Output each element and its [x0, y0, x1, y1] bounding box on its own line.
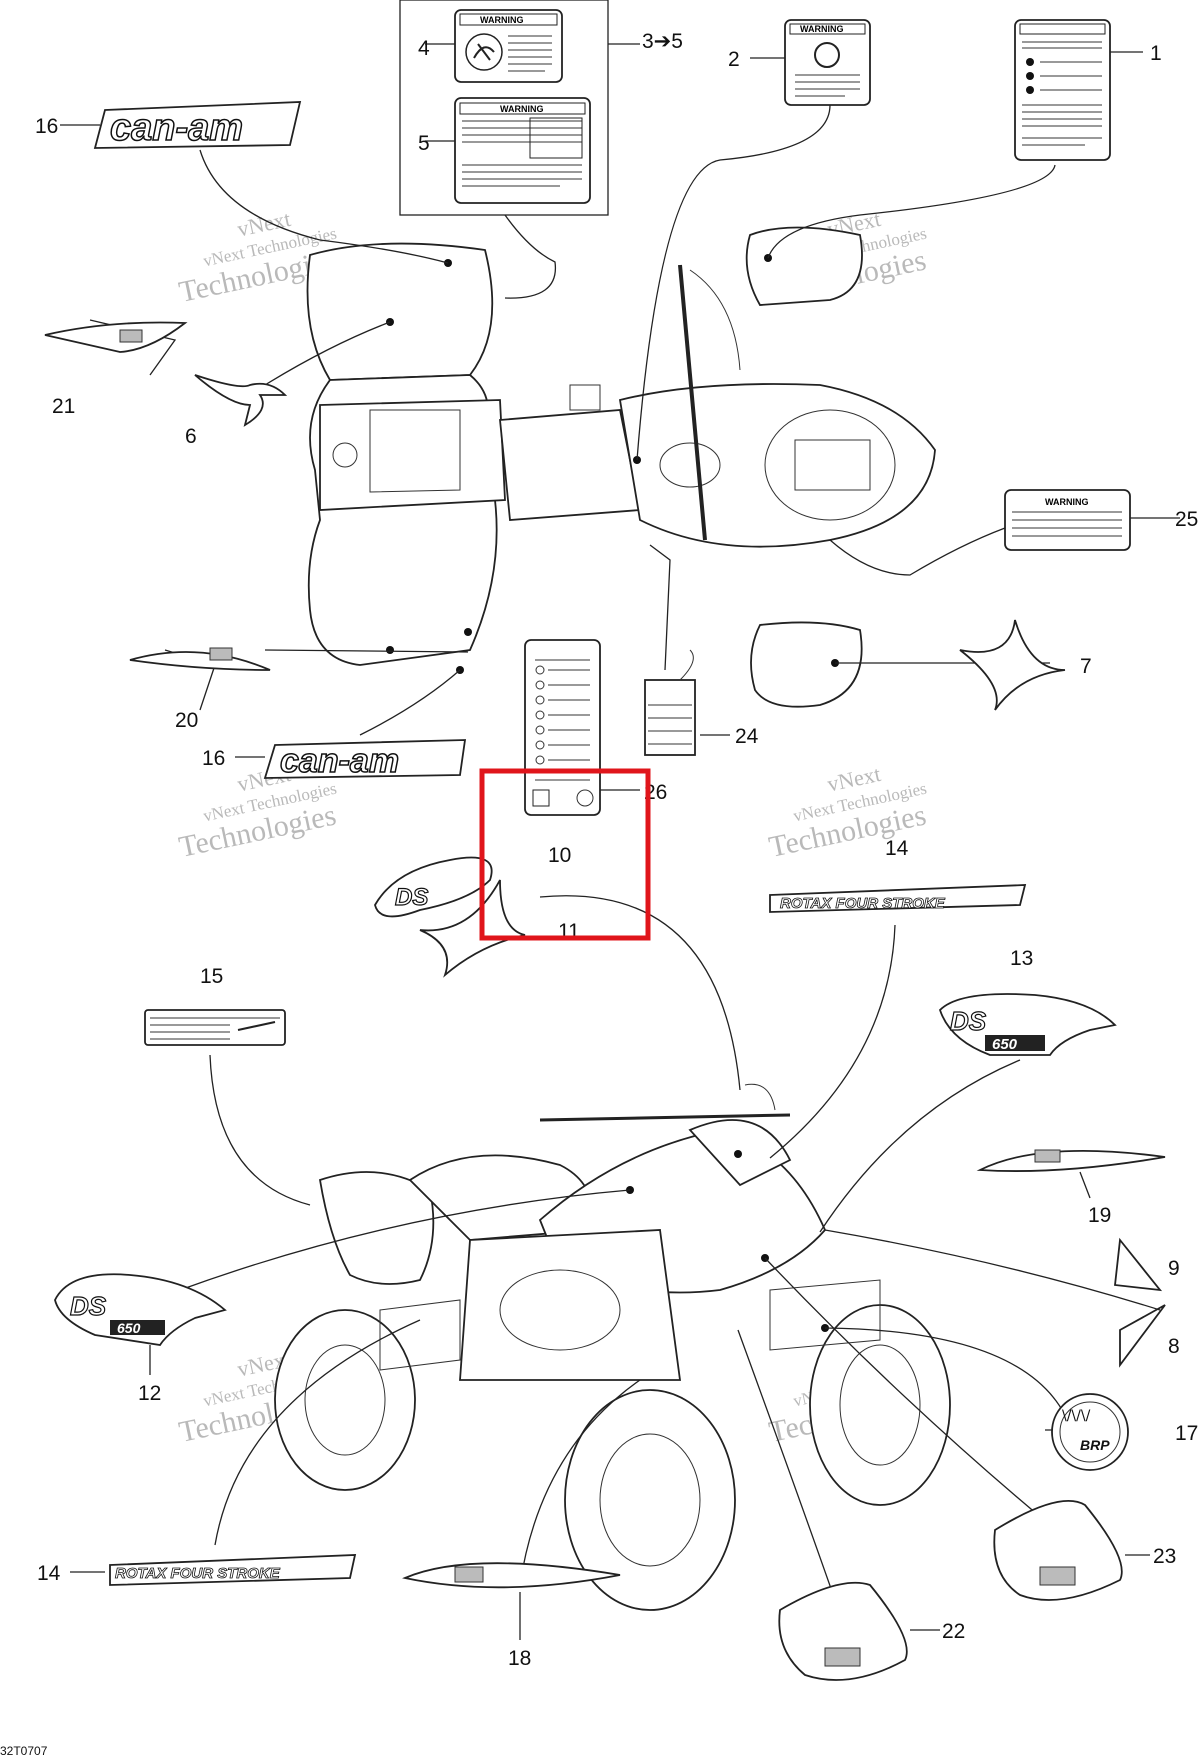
callout-13: 13: [1010, 947, 1033, 970]
rotax-decal-14-bottom[interactable]: ROTAX FOUR STROKE: [109, 1554, 357, 1586]
canam-decal-16-top[interactable]: can-am: [93, 101, 302, 150]
front-body: [618, 383, 936, 548]
callout-7: 7: [1080, 655, 1092, 678]
callout-20: 20: [175, 709, 198, 732]
callout-19: 19: [1088, 1204, 1111, 1227]
x-decal-7[interactable]: [959, 619, 1066, 711]
ds650-decal-12[interactable]: DS 650: [54, 1273, 227, 1346]
instruction-label-26[interactable]: [524, 639, 601, 816]
ds650-number-text: 650: [117, 1320, 141, 1336]
callout-5: 5: [418, 132, 430, 155]
callout-numbers: 1 2 3➔5 4 5 6 7 8 9 10 11 12 13 14 14 15…: [35, 30, 1198, 1670]
rotax-logo-text: ROTAX FOUR STROKE: [780, 895, 946, 912]
warning-label-25[interactable]: WARNING: [1004, 489, 1131, 551]
x-decal-11[interactable]: [419, 879, 526, 978]
warning-heading: WARNING: [1045, 497, 1089, 507]
brp-logo-text: BRP: [1080, 1437, 1110, 1453]
callout-24: 24: [735, 725, 759, 748]
callout-3: 3➔5: [642, 30, 683, 53]
callout-17: 17: [1175, 1422, 1198, 1445]
decal-8[interactable]: [1119, 1304, 1166, 1368]
warning-heading: WARNING: [500, 104, 544, 114]
labels-box-frame: [399, 0, 609, 216]
ds650-decal-13[interactable]: DS 650: [938, 993, 1117, 1056]
callout-6: 6: [185, 425, 197, 448]
stripe-decal-19[interactable]: [976, 1149, 1166, 1172]
callout-14-top: 14: [885, 837, 909, 860]
highlight-box: [479, 768, 651, 941]
rotax-decal-14-top[interactable]: ROTAX FOUR STROKE: [769, 884, 1027, 913]
age-icon: [814, 42, 840, 68]
atv-side-view: [179, 895, 1161, 1611]
brp-badge-17[interactable]: BRP \/\/\/: [1051, 1393, 1129, 1471]
warning-label-5[interactable]: WARNING: [454, 97, 591, 204]
rear-wheel: [274, 1309, 416, 1491]
atv-top-view: [89, 104, 1056, 736]
decal-22[interactable]: [778, 1581, 908, 1681]
callout-22: 22: [942, 1620, 965, 1643]
warning-heading: WARNING: [800, 24, 844, 34]
callout-9: 9: [1168, 1257, 1180, 1280]
callout-10: 10: [548, 844, 571, 867]
badge-mark: \/\/\/: [1062, 1408, 1091, 1424]
callout-12: 12: [138, 1382, 161, 1405]
decal-23[interactable]: [993, 1500, 1123, 1601]
canam-decal-16-bottom[interactable]: can-am: [263, 739, 467, 781]
callout-16-top: 16: [35, 115, 58, 138]
callout-16-bottom: 16: [202, 747, 225, 770]
warning-heading: WARNING: [480, 15, 524, 25]
callout-8: 8: [1168, 1335, 1180, 1358]
hang-tag-24[interactable]: [644, 649, 696, 756]
warning-label-1[interactable]: [1014, 19, 1111, 161]
x-decal-6[interactable]: [194, 374, 288, 427]
canam-logo-text: can-am: [280, 742, 399, 780]
front-fender-right: [745, 226, 863, 306]
stripe-decal-20[interactable]: [129, 647, 271, 671]
callout-21: 21: [52, 395, 75, 418]
callout-2: 2: [728, 48, 740, 71]
ds-logo-text: DS: [70, 1291, 107, 1321]
front-wheel: [564, 1389, 736, 1611]
figure-code: 32T0707: [0, 1744, 48, 1758]
ds-logo-text: DS: [950, 1006, 987, 1036]
callout-18: 18: [508, 1647, 531, 1670]
callout-1: 1: [1150, 42, 1162, 65]
warning-label-2[interactable]: WARNING: [784, 19, 871, 106]
ds650-number-text: 650: [992, 1036, 1018, 1053]
decal-9[interactable]: [1114, 1237, 1163, 1292]
callout-25: 25: [1175, 508, 1198, 531]
canam-logo-text: can-am: [110, 107, 243, 149]
callout-23: 23: [1153, 1545, 1176, 1568]
rotax-logo-text: ROTAX FOUR STROKE: [115, 1565, 281, 1582]
rear-fender: [306, 242, 494, 381]
callout-4: 4: [418, 37, 430, 60]
ds-logo-text: DS: [395, 884, 428, 911]
callout-14-bottom: 14: [37, 1562, 61, 1585]
ds-decal-10[interactable]: DS: [374, 856, 493, 918]
warning-labels-box: WARNING WARNING: [399, 0, 640, 299]
info-label-15[interactable]: [144, 1009, 286, 1046]
callout-15: 15: [200, 965, 223, 988]
stripe-decal-18[interactable]: [402, 1562, 621, 1589]
warning-label-4[interactable]: WARNING: [454, 9, 563, 83]
stripe-decal-21[interactable]: [44, 321, 188, 353]
front-fender-left: [750, 621, 863, 708]
